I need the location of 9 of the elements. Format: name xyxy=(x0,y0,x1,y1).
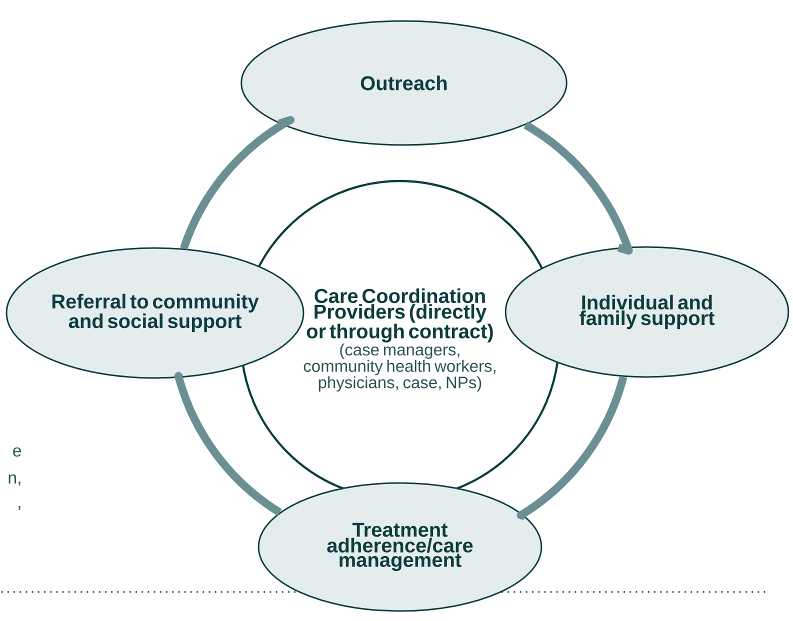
text-fragment: n, xyxy=(8,474,20,486)
text-fragment: , xyxy=(18,506,20,510)
text-fragment: e xyxy=(13,447,22,457)
ring-segment xyxy=(180,116,295,250)
ellipse-node: Outreach xyxy=(240,20,568,146)
ellipse-node: Individual and family support xyxy=(504,246,790,378)
ring-segment xyxy=(524,121,633,255)
ellipse-node: Treatment adherence/care management xyxy=(258,482,542,612)
ellipse-node: Referral to community and social support xyxy=(6,247,304,379)
